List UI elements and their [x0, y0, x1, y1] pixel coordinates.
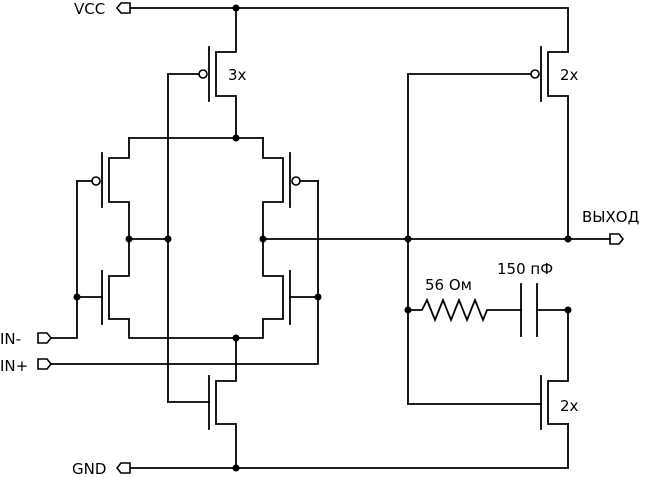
in-plus-label: IN+	[0, 357, 28, 375]
pmos-output-2x: 2x	[407, 46, 579, 405]
pmos-left	[76, 137, 130, 240]
vcc-port: VCC	[74, 0, 131, 18]
gnd-rail	[129, 423, 569, 469]
capacitor-150-pf: 150 пФ	[497, 260, 569, 337]
vcc-label: VCC	[74, 0, 105, 18]
in-minus-port: IN-	[0, 180, 78, 348]
vcc-rail	[129, 7, 569, 53]
resistor-label: 56 Ом	[425, 276, 472, 294]
nmos-output-2x: 2x	[407, 309, 579, 430]
pmos-right	[262, 137, 319, 240]
nmos-left	[76, 238, 237, 339]
pmos-output-size-label: 2x	[560, 66, 579, 84]
output-port: ВЫХОД	[567, 208, 639, 245]
pmos-tail-3x: 3x	[167, 7, 247, 403]
gnd-label: GND	[72, 460, 106, 477]
in-minus-label: IN-	[0, 330, 21, 348]
nmos-right	[235, 238, 319, 339]
output-label: ВЫХОД	[582, 208, 639, 226]
nmos-tail	[167, 337, 237, 469]
resistor-56-ohm: 56 Ом	[407, 276, 522, 323]
nmos-output-size-label: 2x	[560, 397, 579, 415]
junction-dots	[73, 4, 572, 472]
capacitor-label: 150 пФ	[497, 260, 553, 278]
in-plus-port: IN+	[0, 180, 319, 375]
gnd-port: GND	[72, 460, 131, 477]
pmos-tail-size-label: 3x	[228, 66, 247, 84]
